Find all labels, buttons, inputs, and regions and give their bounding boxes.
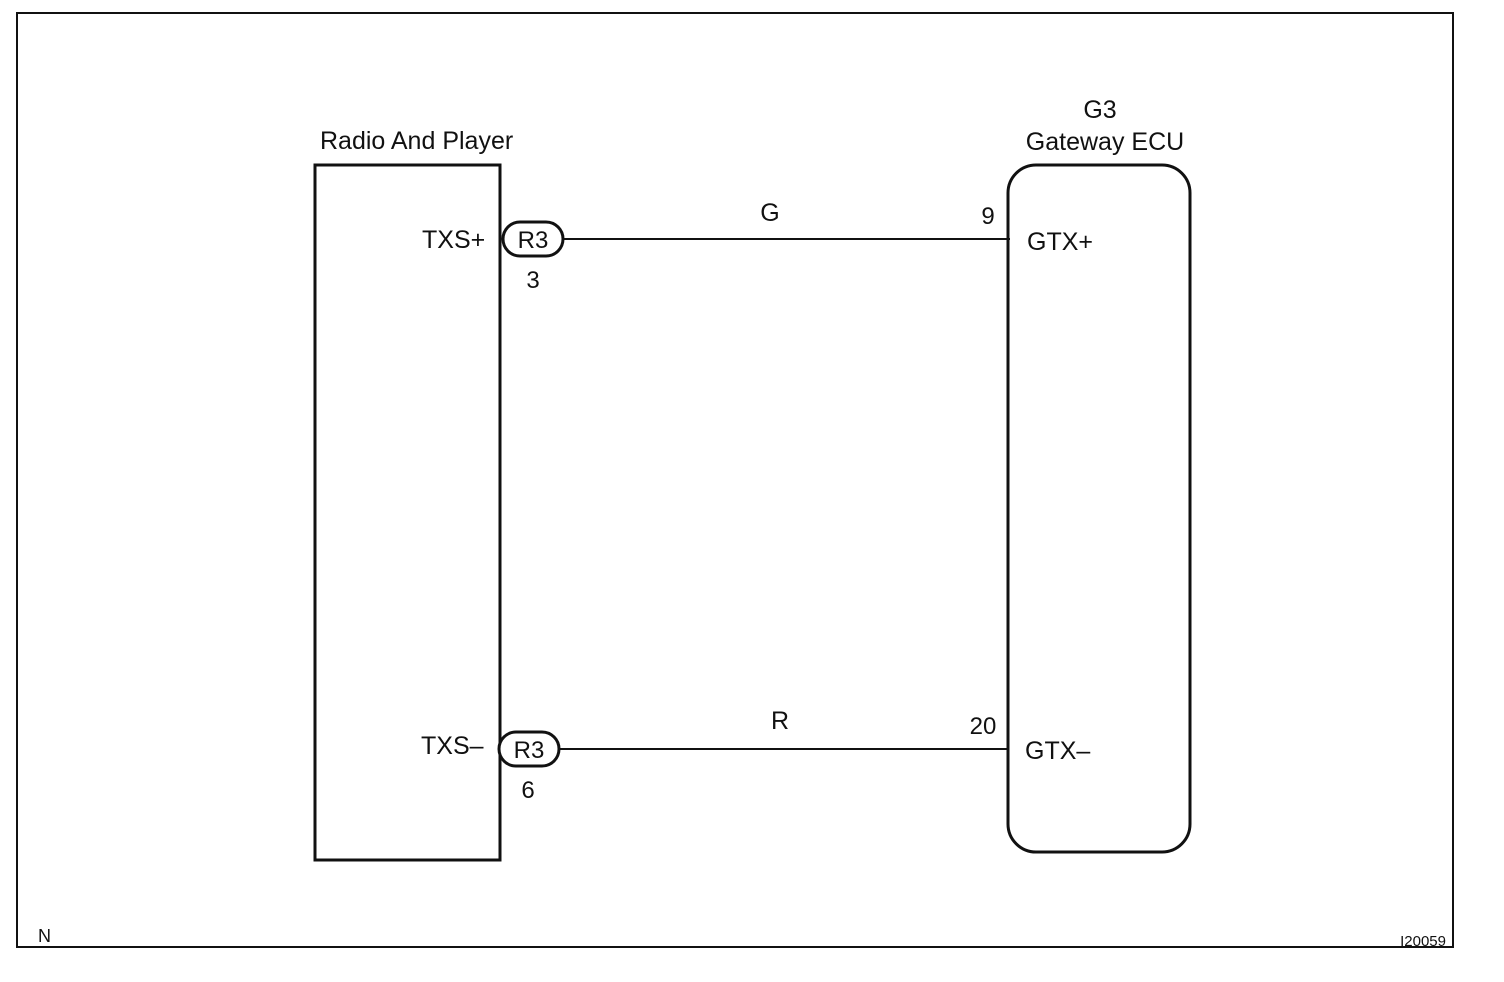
terminal-txs-plus-label: TXS+ bbox=[422, 226, 485, 254]
pin-6-label: 6 bbox=[521, 777, 534, 804]
wire-red-color-label: R bbox=[771, 707, 789, 735]
terminal-gtx-minus-label: GTX– bbox=[1025, 737, 1090, 765]
pin-9-label: 9 bbox=[981, 203, 994, 230]
connector-r3-bottom-label: R3 bbox=[514, 737, 545, 764]
reference-id: I20059 bbox=[1400, 933, 1446, 950]
terminal-txs-minus-label: TXS– bbox=[421, 732, 484, 760]
pin-20-label: 20 bbox=[970, 713, 997, 740]
corner-label: N bbox=[38, 926, 51, 946]
gateway-ecu-title: Gateway ECU bbox=[1026, 128, 1184, 156]
radio-and-player-title: Radio And Player bbox=[320, 127, 513, 155]
radio-and-player-box bbox=[313, 163, 502, 862]
wire-green-color-label: G bbox=[760, 199, 779, 227]
gateway-ecu-code: G3 bbox=[1083, 96, 1116, 124]
diagram-frame bbox=[16, 12, 1454, 948]
connector-r3-top-label: R3 bbox=[518, 227, 549, 254]
gateway-ecu-box bbox=[1006, 163, 1192, 854]
terminal-gtx-plus-label: GTX+ bbox=[1027, 228, 1093, 256]
pin-3-label: 3 bbox=[526, 267, 539, 294]
